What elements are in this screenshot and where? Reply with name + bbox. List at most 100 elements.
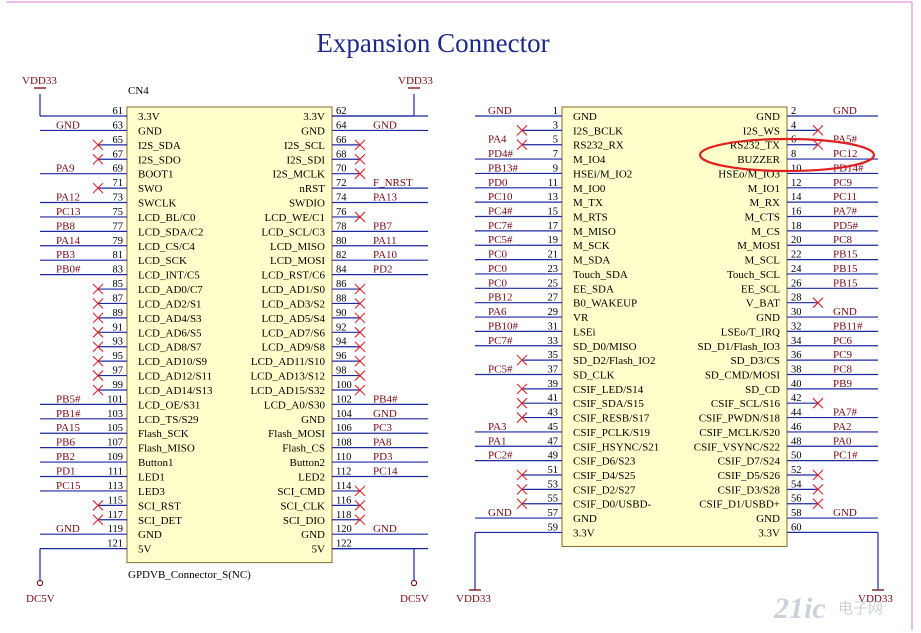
- rh-pin-34-net: PC6: [833, 335, 852, 347]
- cn4-pin-number-103: 103: [107, 409, 123, 420]
- cn4-pin-104-net: GND: [373, 408, 397, 420]
- rh-pin-signal-44: CSIF_PWDN/S18: [699, 413, 781, 425]
- rh-pin-number-16: 16: [791, 207, 802, 218]
- rh-pin-7-net: PD4#: [488, 148, 514, 160]
- rh-pin-47-net: PA1: [488, 435, 507, 447]
- cn4-pin-number-111: 111: [108, 467, 123, 478]
- rh-pin-17-net: PC7#: [488, 220, 513, 232]
- rh-pin-number-17: 17: [548, 221, 559, 232]
- rh-pin-27-net: PB12: [488, 292, 512, 304]
- rh-pin-43-nc-mark: [516, 412, 528, 423]
- rh-pin-45-net: PA3: [488, 421, 507, 433]
- rh-pin-50-net: PC1#: [833, 450, 858, 462]
- rh-pin-number-54: 54: [791, 479, 802, 490]
- cn4-pin-number-62: 62: [336, 106, 347, 117]
- rh-pin-3-nc-mark: [516, 124, 528, 136]
- rh-pin-8-net: PC12: [833, 148, 857, 160]
- cn4-pin-signal-83: LCD_INT/C5: [138, 270, 200, 282]
- rh-pin-signal-45: CSIF_PCLK/S19: [573, 427, 651, 439]
- rh-body: [561, 106, 788, 547]
- cn4-pin-number-118: 118: [336, 510, 351, 521]
- rh-pin-signal-32: LSEo/T_IRQ: [721, 326, 780, 338]
- rh-pin-signal-13: M_TX: [573, 197, 603, 209]
- cn4-pin-signal-80: LCD_MISO: [270, 241, 325, 253]
- cn4-pin-74-net: PA13: [373, 192, 398, 204]
- cn4-pin-number-75: 75: [113, 207, 124, 218]
- cn4-pin-number-108: 108: [336, 438, 352, 449]
- rh-pin-number-9: 9: [553, 163, 558, 174]
- rh-pin-57-net: GND: [488, 507, 512, 519]
- cn4-pin-signal-84: LCD_RST/C6: [261, 270, 325, 282]
- rh-pin-signal-4: I2S_WS: [743, 125, 780, 137]
- rh-pin-2-net: GND: [833, 105, 857, 117]
- cn4-pin-number-76: 76: [336, 207, 347, 218]
- rh-pin-15-net: PC4#: [488, 206, 513, 218]
- rh-pin-number-53: 53: [548, 479, 559, 490]
- cn4-pin-signal-66: I2S_SCL: [284, 140, 325, 152]
- rh-pin-signal-16: M_CTS: [745, 212, 780, 224]
- cn4-pin-106-net: PC3: [373, 422, 392, 434]
- cn4-pin-number-98: 98: [336, 366, 347, 377]
- rh-pin-49-net: PC2#: [488, 450, 513, 462]
- cn4-pin-signal-94: LCD_AD9/S8: [261, 342, 325, 354]
- rh-pin-4-nc-mark: [812, 124, 824, 136]
- rh-pin-number-28: 28: [791, 293, 802, 304]
- rh-pin-number-23: 23: [548, 264, 559, 275]
- cn4-pin-signal-93: LCD_AD8/S7: [138, 342, 202, 354]
- cn4-pin-signal-96: LCD_AD11/S10: [251, 356, 326, 368]
- rh-pin-number-27: 27: [548, 293, 559, 304]
- cn4-pin-115-nc-mark: [92, 499, 104, 511]
- rh-pin-signal-40: SD_CD: [745, 384, 780, 396]
- rh-pin-56-nc-mark: [812, 498, 824, 510]
- cn4-pin-number-67: 67: [113, 149, 124, 160]
- rh-pin-24-net: PB15: [833, 263, 858, 275]
- cn4-pin-90-nc-mark: [354, 312, 366, 324]
- cn4-pin-80-net: PA11: [373, 235, 397, 247]
- rh-pin-number-30: 30: [791, 307, 802, 318]
- cn4-pin-113-net: PC15: [56, 480, 81, 492]
- cn4-pin-99-nc-mark: [92, 384, 104, 396]
- cn4-pin-116-nc-mark: [354, 499, 366, 511]
- cn4-pin-number-114: 114: [336, 481, 352, 492]
- rh-pin-number-57: 57: [548, 508, 559, 519]
- cn4-pin-89-nc-mark: [92, 312, 104, 324]
- cn4-pin-number-87: 87: [113, 293, 124, 304]
- cn4-pin-120-net: GND: [373, 523, 397, 535]
- cn4-pin-number-84: 84: [336, 265, 347, 276]
- cn4-pin-signal-86: LCD_AD1/S0: [261, 284, 325, 296]
- cn4-pin-number-97: 97: [113, 366, 124, 377]
- highlight-ellipse-buzzer: [698, 137, 876, 173]
- cn4-pin-number-81: 81: [113, 250, 124, 261]
- cn4-dc5v-left-symbol: [36, 579, 44, 587]
- cn4-pin-number-65: 65: [113, 135, 124, 146]
- rh-pin-signal-46: CSIF_MCLK/S20: [699, 427, 780, 439]
- rh-pin-6-nc-mark: [812, 139, 824, 151]
- cn4-pin-signal-120: GND: [301, 529, 325, 541]
- rh-pin-number-59: 59: [548, 522, 559, 533]
- cn4-pin-number-82: 82: [336, 250, 347, 261]
- rh-pin-signal-50: CSIF_D7/S24: [718, 456, 781, 468]
- cn4-pin-76-nc-mark: [354, 211, 366, 223]
- cn4-pin-number-102: 102: [336, 394, 352, 405]
- rh-pin-number-33: 33: [548, 336, 559, 347]
- rh-pin-signal-58: GND: [756, 513, 780, 525]
- cn4-pin-signal-111: LED1: [138, 472, 165, 484]
- rh-pin-number-50: 50: [791, 451, 802, 462]
- cn4-pin-number-86: 86: [336, 279, 347, 290]
- rh-pin-number-37: 37: [548, 364, 559, 375]
- rh-pin-number-58: 58: [791, 508, 802, 519]
- rh-pin-signal-34: SD_D1/Flash_IO3: [697, 341, 780, 353]
- rh-pin-16-net: PA7#: [833, 206, 858, 218]
- cn4-pin-number-73: 73: [113, 193, 124, 204]
- cn4-pin-85-nc-mark: [92, 283, 104, 295]
- cn4-pin-number-72: 72: [336, 178, 347, 189]
- rh-pin-number-43: 43: [548, 408, 559, 419]
- cn4-pin-number-69: 69: [113, 164, 124, 175]
- cn4-pin-63-net: GND: [56, 119, 80, 131]
- rh-pin-signal-38: SD_CMD/MOSI: [705, 369, 781, 381]
- cn4-rail-vdd33-right: VDD33: [398, 75, 433, 87]
- cn4-pin-number-122: 122: [336, 539, 352, 550]
- rh-pin-number-38: 38: [791, 364, 802, 375]
- cn4-pin-114-nc-mark: [354, 485, 366, 497]
- rh-pin-number-2: 2: [791, 106, 796, 117]
